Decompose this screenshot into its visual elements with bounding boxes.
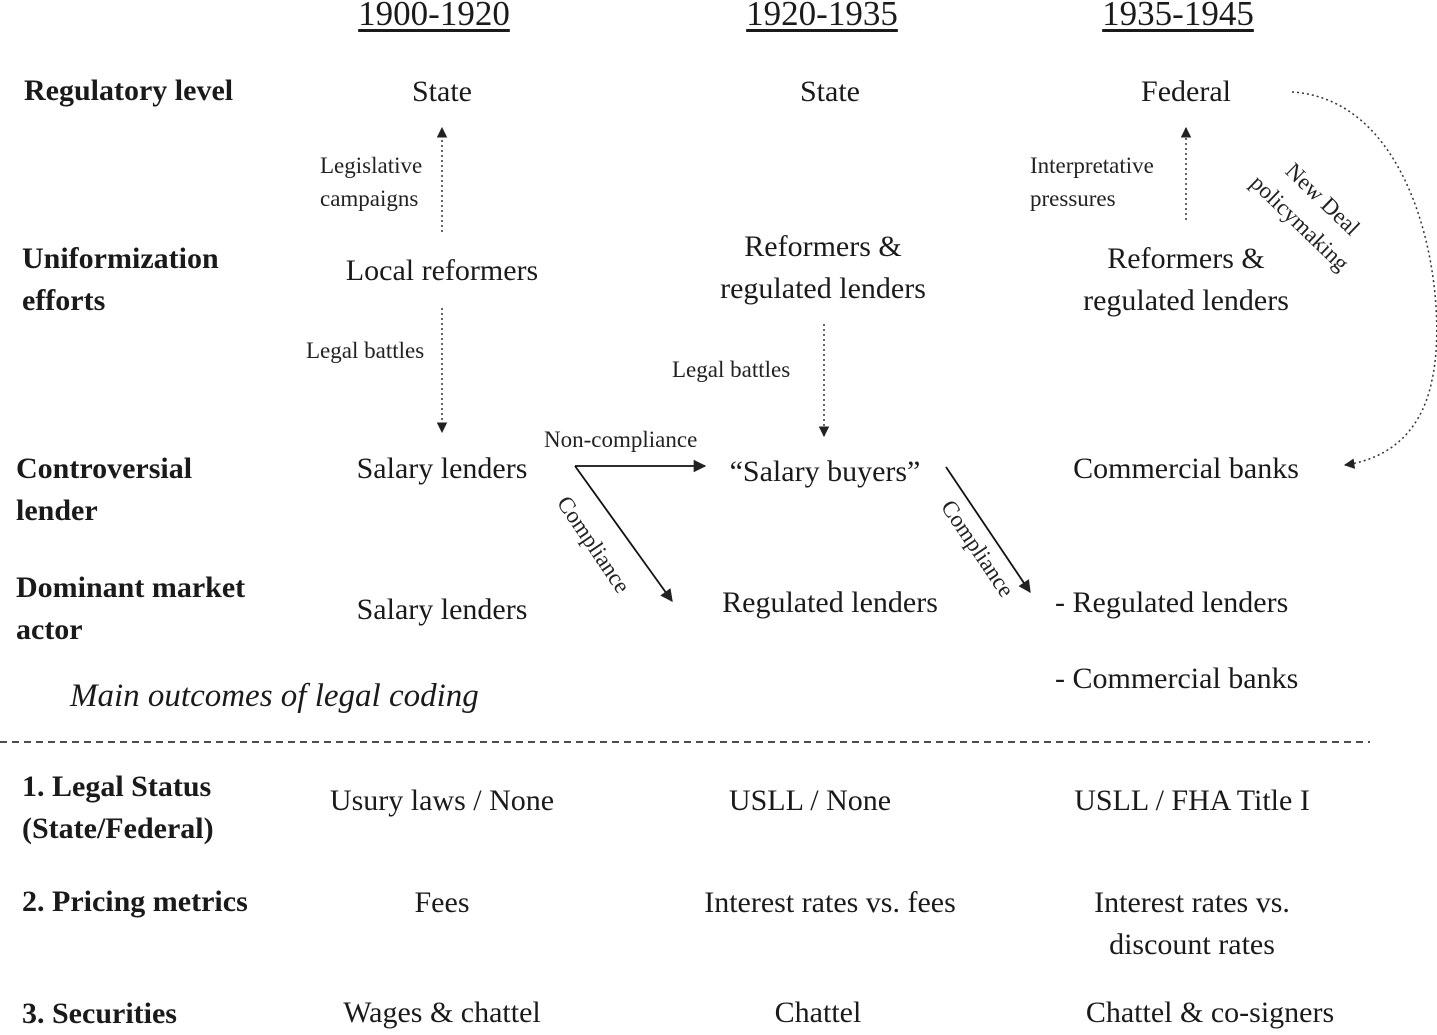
period-header-1920-1935: 1920-1935 — [746, 0, 898, 33]
pricing-metrics-1935-line2: discount rates — [1109, 928, 1275, 961]
uniformization-1920-line2: regulated lenders — [720, 272, 926, 305]
uniformization-1920: Reformers & regulated lenders — [720, 226, 926, 310]
row-label-uniformization-line1: Uniformization — [22, 242, 219, 275]
period-header-1935-1945: 1935-1945 — [1102, 0, 1254, 33]
row-label-controversial-line1: Controversial — [16, 452, 193, 485]
regulatory-level-1920: State — [800, 75, 860, 108]
row-label-dominant-line2: actor — [16, 613, 83, 646]
uniformization-1935-line2: regulated lenders — [1083, 284, 1289, 317]
label-legislative-line1: Legislative — [320, 153, 423, 178]
controversial-lender-1935: Commercial banks — [1073, 452, 1299, 485]
controversial-lender-1900: Salary lenders — [356, 452, 528, 485]
arrow-non-compliance — [575, 466, 705, 598]
label-interpretative-line2: pressures — [1030, 186, 1116, 211]
label-legislative-campaigns: Legislative campaigns — [320, 149, 422, 215]
controversial-lender-1920: “Salary buyers” — [729, 455, 921, 488]
label-legal-battles-2: Legal battles — [672, 357, 791, 382]
section-caption: Main outcomes of legal coding — [70, 678, 479, 714]
pricing-metrics-1935: Interest rates vs. discount rates — [1094, 882, 1290, 966]
dominant-actor-1900: Salary lenders — [356, 593, 528, 626]
row-label-controversial-line2: lender — [16, 494, 98, 527]
arrow-compliance-1 — [574, 465, 673, 603]
row-label-uniformization-line2: efforts — [22, 284, 106, 317]
legal-status-1935: USLL / FHA Title I — [1074, 784, 1310, 817]
regulatory-level-1935: Federal — [1141, 75, 1231, 108]
securities-1935: Chattel & co-signers — [1085, 996, 1335, 1029]
row-label-legal-status: 1. Legal Status (State/Federal) — [22, 766, 214, 850]
row-label-dominant-market-actor: Dominant market actor — [16, 567, 245, 651]
row-label-dominant-line1: Dominant market — [16, 571, 246, 604]
row-label-controversial-lender: Controversial lender — [16, 448, 192, 532]
row-label-uniformization: Uniformization efforts — [22, 238, 219, 322]
uniformization-1935-line1: Reformers & — [1107, 242, 1265, 275]
arrow-compliance-2 — [945, 466, 1031, 594]
dominant-actor-1935-regulated: - Regulated lenders — [1055, 586, 1289, 619]
row-label-pricing-metrics: 2. Pricing metrics — [22, 885, 248, 918]
label-non-compliance: Non-compliance — [544, 427, 698, 452]
period-header-1900-1920: 1900-1920 — [358, 0, 510, 33]
label-legal-battles-1: Legal battles — [306, 338, 425, 363]
label-interpretative-line1: Interpretative — [1030, 153, 1154, 178]
row-label-legal-status-line1: 1. Legal Status — [22, 770, 212, 803]
pricing-metrics-1920: Interest rates vs. fees — [704, 886, 956, 919]
row-label-legal-status-line2: (State/Federal) — [22, 812, 214, 845]
dominant-actor-1935-banks: - Commercial banks — [1055, 662, 1299, 695]
pricing-metrics-1935-line1: Interest rates vs. — [1094, 886, 1290, 919]
arrow-new-deal-policymaking — [1291, 91, 1437, 469]
securities-1920: Chattel — [774, 996, 862, 1029]
securities-1900: Wages & chattel — [343, 996, 541, 1029]
label-legislative-line2: campaigns — [320, 186, 419, 211]
row-label-regulatory-level: Regulatory level — [24, 74, 234, 107]
pricing-metrics-1900: Fees — [414, 886, 470, 919]
uniformization-1935: Reformers & regulated lenders — [1083, 238, 1289, 322]
legal-status-1900: Usury laws / None — [329, 784, 555, 817]
label-interpretative-pressures: Interpretative pressures — [1030, 149, 1154, 215]
regulatory-level-1900: State — [412, 75, 472, 108]
uniformization-1920-line1: Reformers & — [744, 230, 902, 263]
row-label-securities: 3. Securities — [22, 997, 177, 1030]
dominant-actor-1920: Regulated lenders — [722, 586, 938, 619]
uniformization-1900: Local reformers — [345, 254, 539, 287]
legal-status-1920: USLL / None — [728, 784, 892, 817]
